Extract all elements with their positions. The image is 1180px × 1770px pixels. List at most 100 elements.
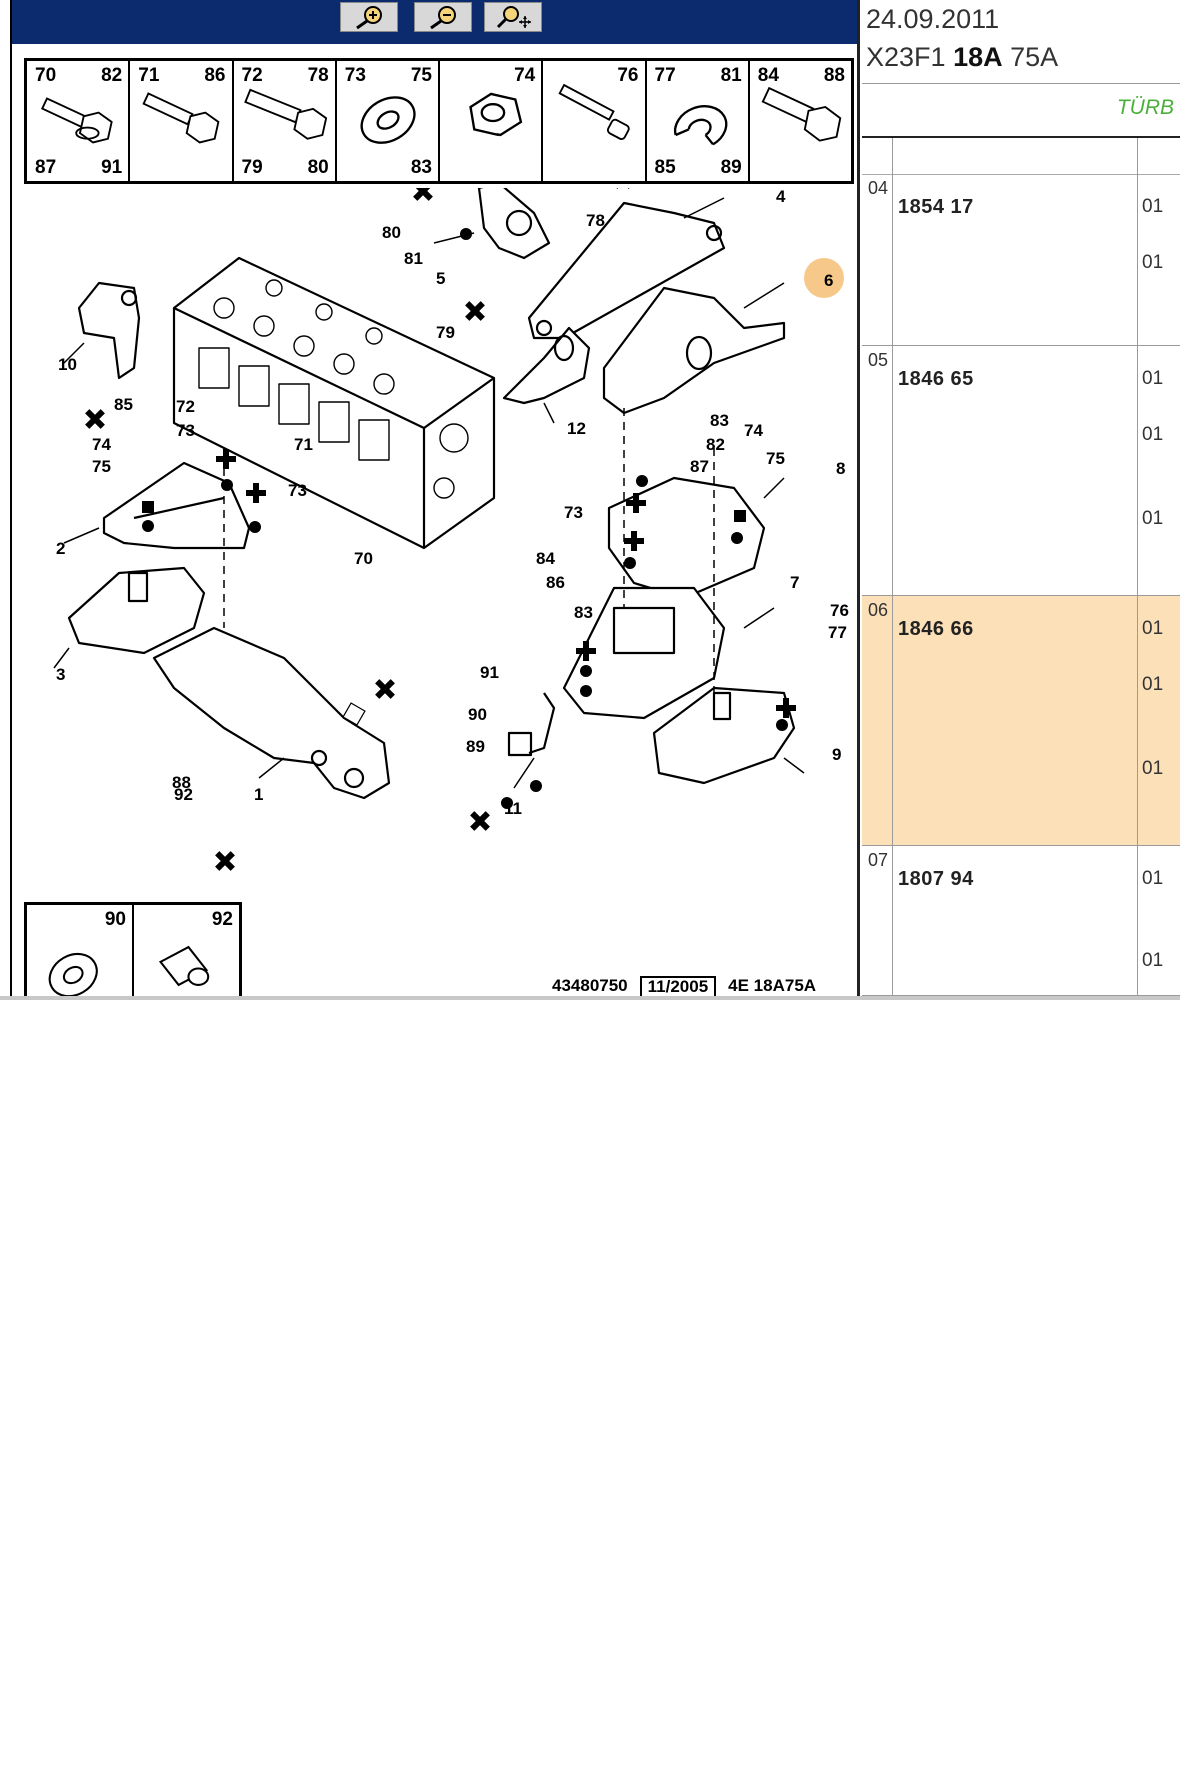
diagram-callout-82[interactable]: 82 [706,435,725,454]
diagram-callout-5[interactable]: 5 [436,269,445,288]
diagram-callout-73[interactable]: 73 [176,421,195,440]
zoom-out-button[interactable] [414,2,472,32]
diagram-callout-9[interactable]: 9 [832,745,841,764]
hardware-cell: 77 81 85 89 [647,61,750,181]
hardware-ref-number[interactable]: 79 [241,157,263,178]
diagram-callout-8[interactable]: 8 [836,459,845,478]
diagram-callout-74[interactable]: 74 [744,421,763,440]
diagram-callout-74[interactable]: 74 [92,435,111,454]
engine-mount-exploded-diagram: 1234567891011127071727373737474757576777… [53,188,849,871]
diagram-footer: 43480750 11/2005 4E 18A75A [552,976,816,998]
diagram-callout-89[interactable]: 89 [466,737,485,756]
hardware-ref-number[interactable]: 81 [720,65,742,86]
engine-variant-label: TÜRB [1116,96,1174,119]
diagram-callout-78[interactable]: 78 [586,211,605,230]
diagram-callout-73[interactable]: 73 [288,481,307,500]
zoom-out-icon [430,6,456,30]
part-quantity: 01 [1142,674,1164,695]
diagram-callout-84[interactable]: 84 [536,549,555,568]
diagram-callout-87[interactable]: 87 [690,457,709,476]
hardware-ref-number[interactable]: 87 [35,157,57,178]
diagram-callout-7[interactable]: 7 [790,573,799,592]
hardware-ref-number[interactable]: 88 [823,65,845,86]
hardware-cell: 71 86 [130,61,234,181]
diagram-callout-86[interactable]: 86 [546,573,565,592]
hardware-ref-number[interactable]: 92 [211,909,233,930]
diagram-callout-83[interactable]: 83 [710,411,729,430]
diagram-callout-75[interactable]: 75 [92,457,111,476]
part-position: 04 [868,178,889,198]
hardware-ref-number[interactable]: 90 [104,909,126,930]
hardware-ref-number[interactable]: 86 [204,65,226,86]
hardware-ref-number[interactable]: 89 [720,157,742,178]
hardware-legend-secondary: 90 92 [24,902,242,1000]
catalog-date: 24.09.2011 [866,4,1000,34]
diagram-callout-10[interactable]: 10 [58,355,77,374]
hardware-ref-number[interactable]: 74 [514,65,536,86]
flat-washer-icon [48,952,98,998]
diagram-callout-72[interactable]: 72 [176,397,195,416]
hardware-cell: 92 [134,905,239,999]
hardware-ref-number[interactable]: 78 [307,65,329,86]
diagram-callout-73[interactable]: 73 [564,503,583,522]
diagram-callout-2[interactable]: 2 [56,539,65,558]
diagram-callout-6[interactable]: 6 [824,271,833,290]
cylinder-head-block [172,256,496,550]
hardware-ref-number[interactable]: 72 [241,65,263,86]
part-reference[interactable]: 1846 65 [898,368,974,390]
cross-fastener-marks [85,188,796,871]
long-bolt-icon [243,88,327,140]
hardware-ref-number[interactable]: 75 [410,65,432,86]
diagram-callout-4[interactable]: 4 [776,188,786,206]
part-reference[interactable]: 1854 17 [898,196,974,218]
diagram-callout-71[interactable]: 71 [294,435,313,454]
hardware-ref-number[interactable]: 77 [654,65,676,86]
spacer-sleeve-icon [158,945,210,987]
pan-zoom-button[interactable] [484,2,542,32]
washer-icon [360,96,416,144]
diagram-callout-88[interactable]: 88 [172,773,191,792]
hardware-ref-number[interactable]: 83 [410,157,432,178]
hardware-cell: 74 [440,61,544,181]
diagram-callout-77[interactable]: 77 [828,623,847,642]
hardware-cell: 76 [543,61,647,181]
hardware-ref-number[interactable]: 84 [757,65,779,86]
diagram-callout-76[interactable]: 76 [830,601,849,620]
hardware-ref-number[interactable]: 80 [307,157,329,178]
part-quantity: 01 [1142,196,1164,217]
table-divider [862,136,1180,138]
diagram-callout-79[interactable]: 79 [436,323,455,342]
diagram-callout-75[interactable]: 75 [766,449,785,468]
part-quantity: 01 [1142,618,1164,639]
diagram-callout-80[interactable]: 80 [382,223,401,242]
part-reference[interactable]: 1807 94 [898,868,974,890]
pan-zoom-icon [496,6,531,29]
diagram-callout-85[interactable]: 85 [114,395,133,414]
diagram-callout-92[interactable]: 92 [174,785,193,804]
selected-callout-highlight [804,258,844,298]
part-reference[interactable]: 1846 66 [898,618,974,640]
diagram-callout-3[interactable]: 3 [56,665,65,684]
hardware-ref-number[interactable]: 76 [617,65,639,86]
hardware-ref-number[interactable]: 82 [101,65,123,86]
diagram-callout-90[interactable]: 90 [468,705,487,724]
diagram-callout-12[interactable]: 12 [567,419,586,438]
hardware-ref-number[interactable]: 71 [138,65,160,86]
zoom-in-button[interactable] [340,2,398,32]
diagram-toolbar [12,0,857,44]
hardware-ref-number[interactable]: 70 [35,65,57,86]
diagram-callout-91[interactable]: 91 [480,663,499,682]
hardware-ref-number[interactable]: 73 [344,65,366,86]
hardware-ref-number[interactable]: 91 [101,157,123,178]
diagram-callout-70[interactable]: 70 [354,549,373,568]
flange-bolt-icon [41,97,113,144]
diagram-callout-81[interactable]: 81 [404,249,423,268]
diagram-callout-1[interactable]: 1 [254,785,263,804]
diagram-callout-83[interactable]: 83 [574,603,593,622]
diagram-callout-11[interactable]: 11 [504,799,522,818]
hardware-ref-number[interactable]: 85 [654,157,676,178]
